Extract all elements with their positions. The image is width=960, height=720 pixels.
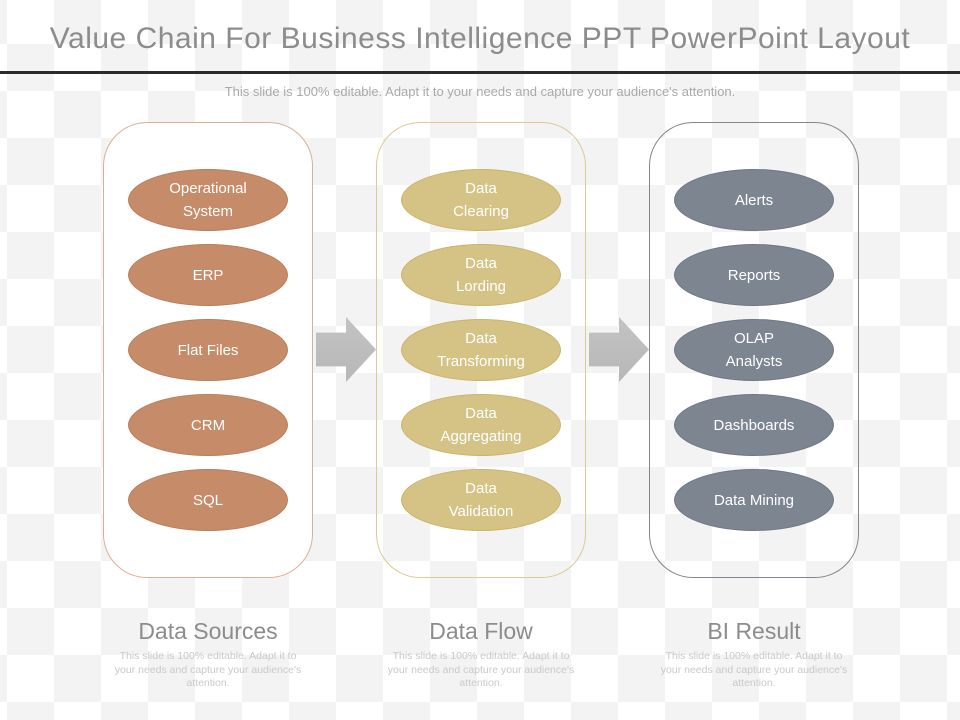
data-flow-panel: Data Clearing Data Lording Data Transfor… — [376, 122, 586, 578]
bi-result-panel: Alerts Reports OLAP Analysts Dashboards … — [649, 122, 859, 578]
data-sources-panel: Operational System ERP Flat Files CRM SQ… — [103, 122, 313, 578]
node-sql: SQL — [128, 469, 288, 531]
flow-arrow-right-icon — [316, 317, 376, 382]
node-data-mining: Data Mining — [674, 469, 834, 531]
slide-title: Value Chain For Business Intelligence PP… — [49, 22, 911, 55]
node-data-clearing: Data Clearing — [401, 169, 561, 231]
node-data-transforming: Data Transforming — [401, 319, 561, 381]
node-data-lording: Data Lording — [401, 244, 561, 306]
node-erp: ERP — [128, 244, 288, 306]
node-olap-analysts: OLAP Analysts — [674, 319, 834, 381]
node-data-validation: Data Validation — [401, 469, 561, 531]
data-flow-heading: Data Flow — [429, 618, 533, 644]
data-sources-heading: Data Sources — [138, 618, 278, 644]
data-sources-footnote: This slide is 100% editable. Adapt it to… — [114, 650, 302, 689]
node-reports: Reports — [674, 244, 834, 306]
bi-result-footnote: This slide is 100% editable. Adapt it to… — [660, 650, 848, 689]
bi-result-heading: BI Result — [707, 618, 801, 644]
flow-arrow-right-icon — [589, 317, 649, 382]
node-data-aggregating: Data Aggregating — [401, 394, 561, 456]
node-operational-system: Operational System — [128, 169, 288, 231]
node-crm: CRM — [128, 394, 288, 456]
data-sources-footer: Data Sources This slide is 100% editable… — [103, 618, 313, 691]
title-divider — [0, 71, 960, 74]
node-flat-files: Flat Files — [128, 319, 288, 381]
slide-subtitle: This slide is 100% editable. Adapt it to… — [224, 84, 736, 99]
data-flow-footnote: This slide is 100% editable. Adapt it to… — [387, 650, 575, 689]
node-dashboards: Dashboards — [674, 394, 834, 456]
bi-result-footer: BI Result This slide is 100% editable. A… — [649, 618, 859, 691]
node-alerts: Alerts — [674, 169, 834, 231]
data-flow-footer: Data Flow This slide is 100% editable. A… — [376, 618, 586, 691]
